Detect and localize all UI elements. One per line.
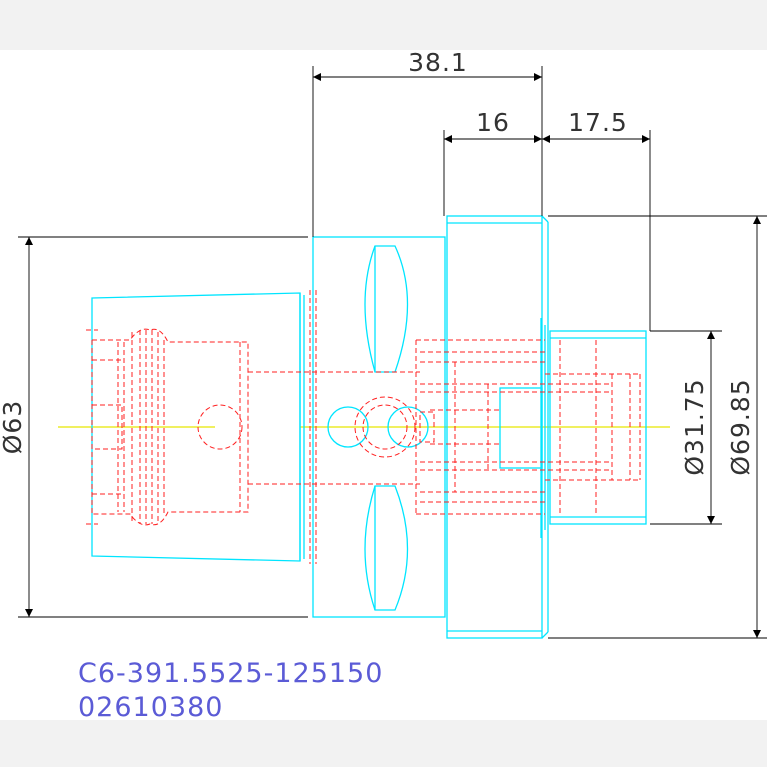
shank (549, 330, 647, 525)
taper-bore (92, 328, 249, 526)
dimension-lines (18, 66, 767, 639)
dim-shank-length: 17.5 (568, 108, 628, 137)
bottom-band (0, 720, 767, 767)
order-number-label: 02610380 (78, 692, 224, 723)
part-outline (91, 215, 647, 639)
collar-body (312, 236, 446, 618)
dim-flange-width: 16 (476, 108, 510, 137)
dimension-labels: 38.1 16 17.5 Ø63 Ø31.75 Ø69.85 (0, 48, 755, 476)
drive-slot-top (364, 245, 409, 373)
center-circle-left (327, 406, 369, 448)
dim-shank-diameter: Ø31.75 (680, 378, 709, 475)
dim-flange-diameter: Ø69.85 (726, 378, 755, 475)
hidden-lines (86, 290, 641, 564)
top-band (0, 0, 767, 50)
center-circle-right (387, 406, 429, 448)
part-number-label: C6-391.5525-125150 (78, 658, 384, 689)
drive-slot-bottom (364, 485, 409, 611)
dim-taper-diameter: Ø63 (0, 400, 27, 455)
dim-overall-length: 38.1 (408, 48, 468, 77)
